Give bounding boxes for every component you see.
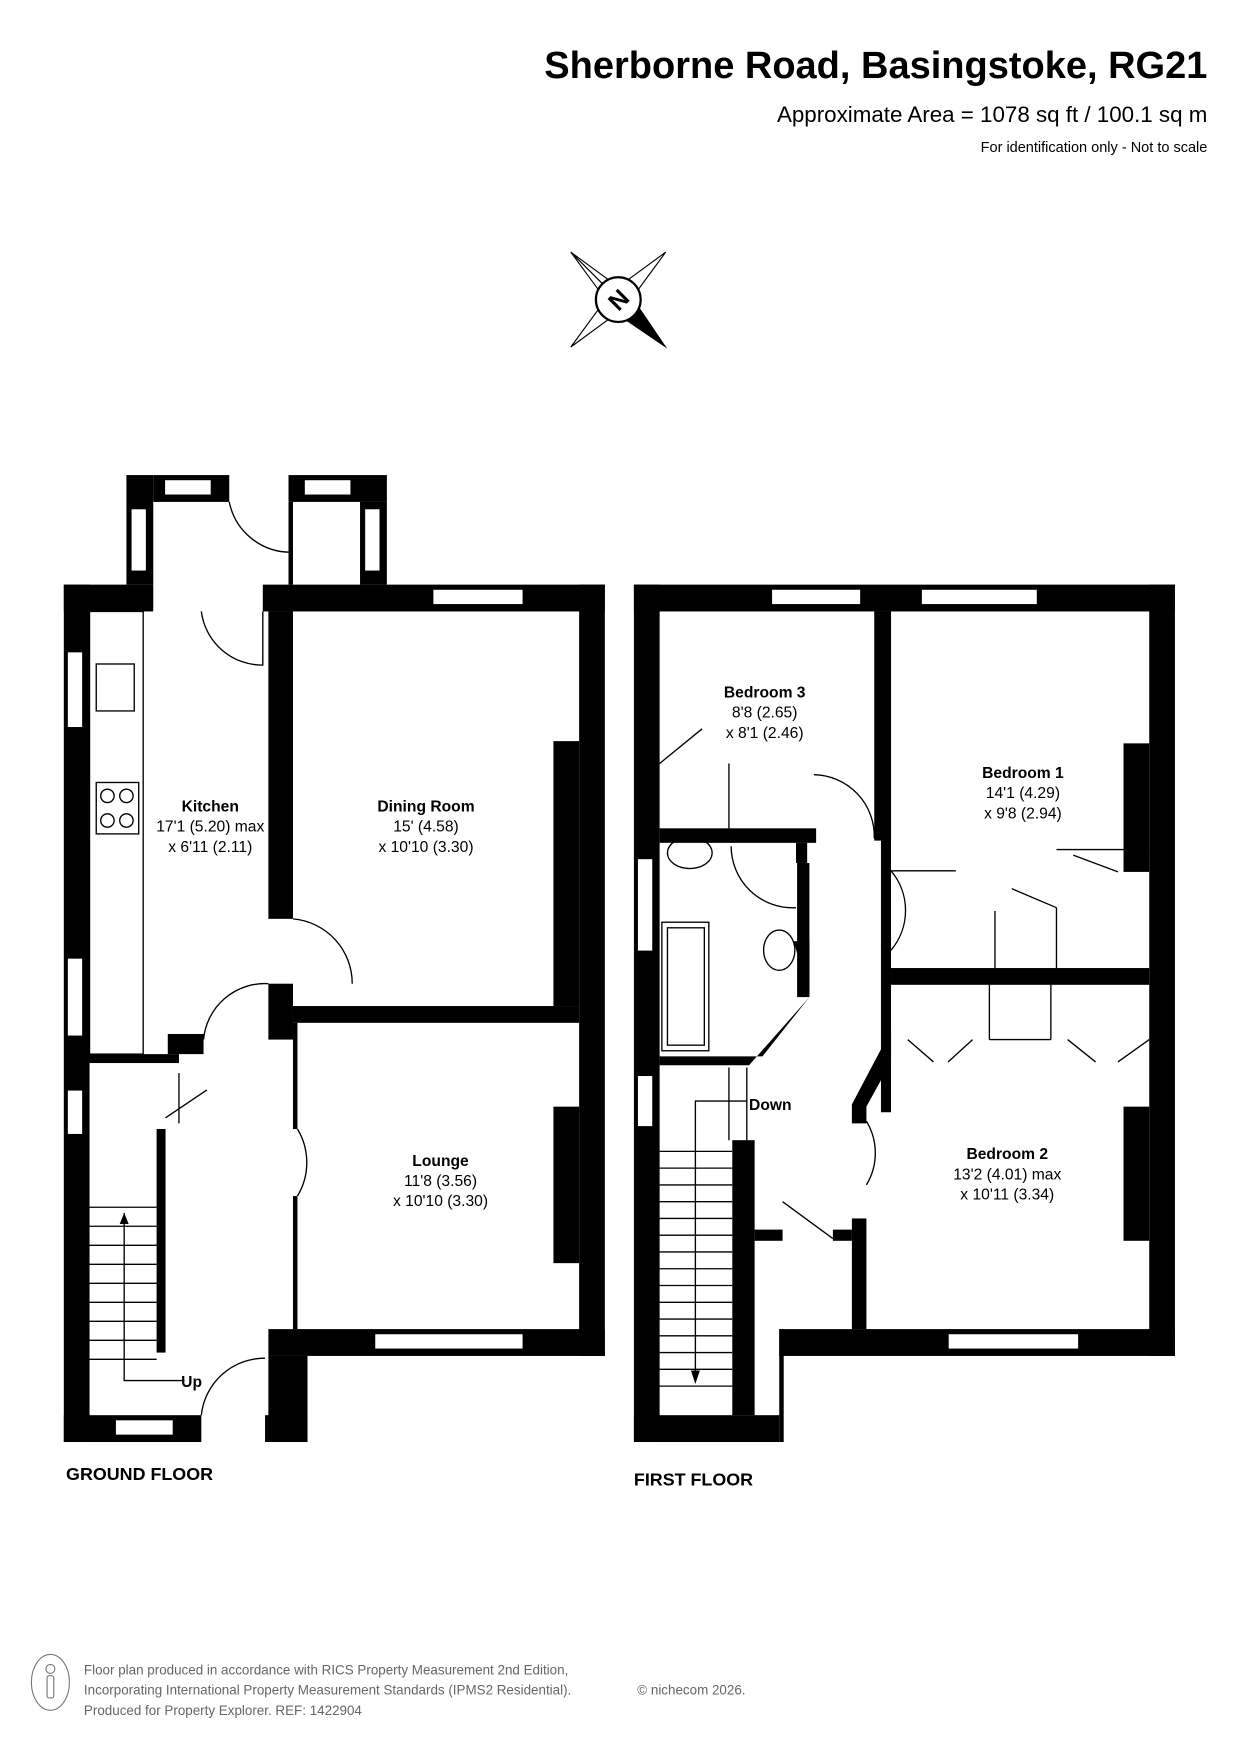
footer-line-2: Incorporating International Property Mea… [84,1683,571,1698]
room-label-lounge: Lounge 11'8 (3.56) x 10'10 (3.30) [393,1153,488,1210]
room-label-dining-room: Dining Room 15' (4.58) x 10'10 (3.30) [377,799,474,856]
room-label-bedroom-2: Bedroom 2 13'2 (4.01) max x 10'11 (3.34) [953,1146,1061,1203]
svg-text:x 6'11 (2.11): x 6'11 (2.11) [168,839,252,856]
first-stairs-label: Down [749,1097,792,1114]
svg-text:17'1 (5.20) max: 17'1 (5.20) max [156,819,264,836]
footer-line-1: Floor plan produced in accordance with R… [84,1663,568,1678]
first-floor-plan: Down Bedroom 3 8'8 (2.65) x 8'1 (2.46) B… [633,584,1175,1490]
footer-copyright: © nichecom 2026. [637,1683,745,1698]
ground-stairs [89,1073,208,1382]
person-icon [30,1653,70,1711]
svg-text:13'2 (4.01) max: 13'2 (4.01) max [953,1166,1061,1183]
compass-icon: N [570,251,668,349]
area-text: Approximate Area = 1078 sq ft / 100.1 sq… [777,102,1207,127]
svg-text:x 8'1 (2.46): x 8'1 (2.46) [726,725,804,742]
room-label-kitchen: Kitchen 17'1 (5.20) max x 6'11 (2.11) [156,799,264,856]
svg-text:Kitchen: Kitchen [182,799,239,816]
ground-floor-label: GROUND FLOOR [66,1464,213,1484]
svg-text:8'8 (2.65): 8'8 (2.65) [732,705,798,722]
svg-text:x 10'10 (3.30): x 10'10 (3.30) [378,839,473,856]
property-title: Sherborne Road, Basingstoke, RG21 [544,45,1207,87]
room-label-bedroom-1: Bedroom 1 14'1 (4.29) x 9'8 (2.94) [982,765,1064,822]
first-stairs [659,1067,748,1387]
svg-text:x 10'11 (3.34): x 10'11 (3.34) [960,1186,1054,1203]
room-label-bedroom-3: Bedroom 3 8'8 (2.65) x 8'1 (2.46) [724,685,806,742]
svg-text:Lounge: Lounge [412,1153,469,1170]
svg-text:Bedroom 3: Bedroom 3 [724,685,806,702]
first-floor-label: FIRST FLOOR [634,1470,753,1490]
svg-text:Bedroom 2: Bedroom 2 [966,1146,1048,1163]
svg-text:15' (4.58): 15' (4.58) [393,819,459,836]
ground-stairs-label: Up [181,1374,202,1391]
svg-text:Bedroom 1: Bedroom 1 [982,765,1064,782]
svg-text:11'8 (3.56): 11'8 (3.56) [404,1173,477,1190]
disclaimer-text: For identification only - Not to scale [981,140,1208,156]
ground-floor-plan: Up Kitchen 17'1 (5.20) max x 6'11 (2.11)… [63,475,605,1484]
svg-text:14'1 (4.29): 14'1 (4.29) [986,785,1060,802]
footer-line-3: Produced for Property Explorer. REF: 142… [84,1703,363,1718]
svg-text:x 10'10 (3.30): x 10'10 (3.30) [393,1193,488,1210]
svg-text:Dining Room: Dining Room [377,799,474,816]
svg-text:x 9'8 (2.94): x 9'8 (2.94) [984,805,1062,822]
